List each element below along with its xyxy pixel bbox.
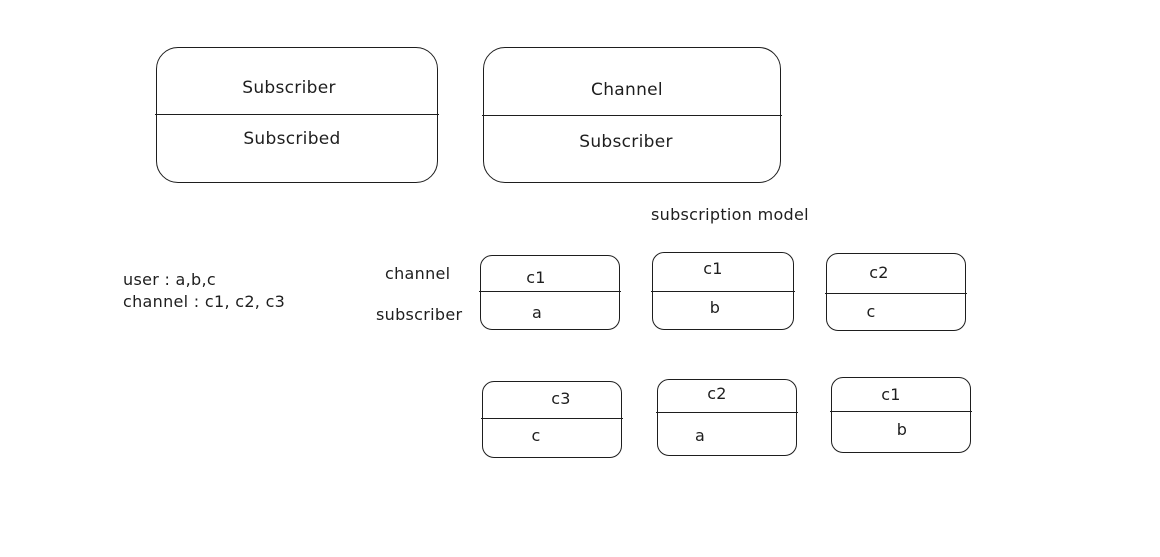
- subscription-record[interactable]: c3 c: [481, 381, 623, 458]
- record-divider: [656, 412, 798, 413]
- record-subscriber: b: [896, 420, 908, 439]
- record-channel: c1: [703, 259, 723, 278]
- schema-box-channel[interactable]: Channel Subscriber: [482, 47, 782, 183]
- users-note: user : a,b,c: [123, 270, 216, 289]
- subscription-record[interactable]: c2 c: [825, 253, 967, 331]
- schema-box-bottom-text: Subscriber: [579, 132, 673, 152]
- subscription-model-title: subscription model: [651, 205, 809, 224]
- record-channel: c3: [551, 389, 571, 408]
- schema-box-divider: [482, 115, 782, 116]
- schema-box-top-text: Channel: [591, 80, 663, 100]
- record-divider: [830, 411, 972, 412]
- subscription-record[interactable]: c2 a: [656, 379, 798, 456]
- schema-box-top-text: Subscriber: [242, 78, 336, 98]
- row-label-channel: channel: [385, 264, 451, 283]
- record-divider: [825, 293, 967, 294]
- subscription-record[interactable]: c1 a: [479, 255, 621, 330]
- schema-box-subscriber[interactable]: Subscriber Subscribed: [155, 47, 439, 183]
- subscription-record[interactable]: c1 b: [651, 252, 795, 330]
- record-divider: [481, 418, 623, 419]
- record-channel: c2: [869, 263, 889, 282]
- schema-box-divider: [155, 114, 439, 115]
- record-divider: [651, 291, 795, 292]
- record-subscriber: c: [866, 302, 876, 321]
- record-channel: c1: [881, 385, 901, 404]
- record-divider: [479, 291, 621, 292]
- schema-box-bottom-text: Subscribed: [243, 129, 341, 149]
- record-subscriber: a: [531, 303, 543, 322]
- row-label-subscriber: subscriber: [376, 305, 463, 324]
- subscription-record[interactable]: c1 b: [830, 377, 972, 453]
- record-subscriber: c: [531, 426, 541, 445]
- record-subscriber: b: [709, 298, 721, 317]
- record-channel: c2: [707, 384, 727, 403]
- record-channel: c1: [526, 268, 546, 287]
- record-subscriber: a: [694, 426, 706, 445]
- channels-note: channel : c1, c2, c3: [123, 292, 286, 311]
